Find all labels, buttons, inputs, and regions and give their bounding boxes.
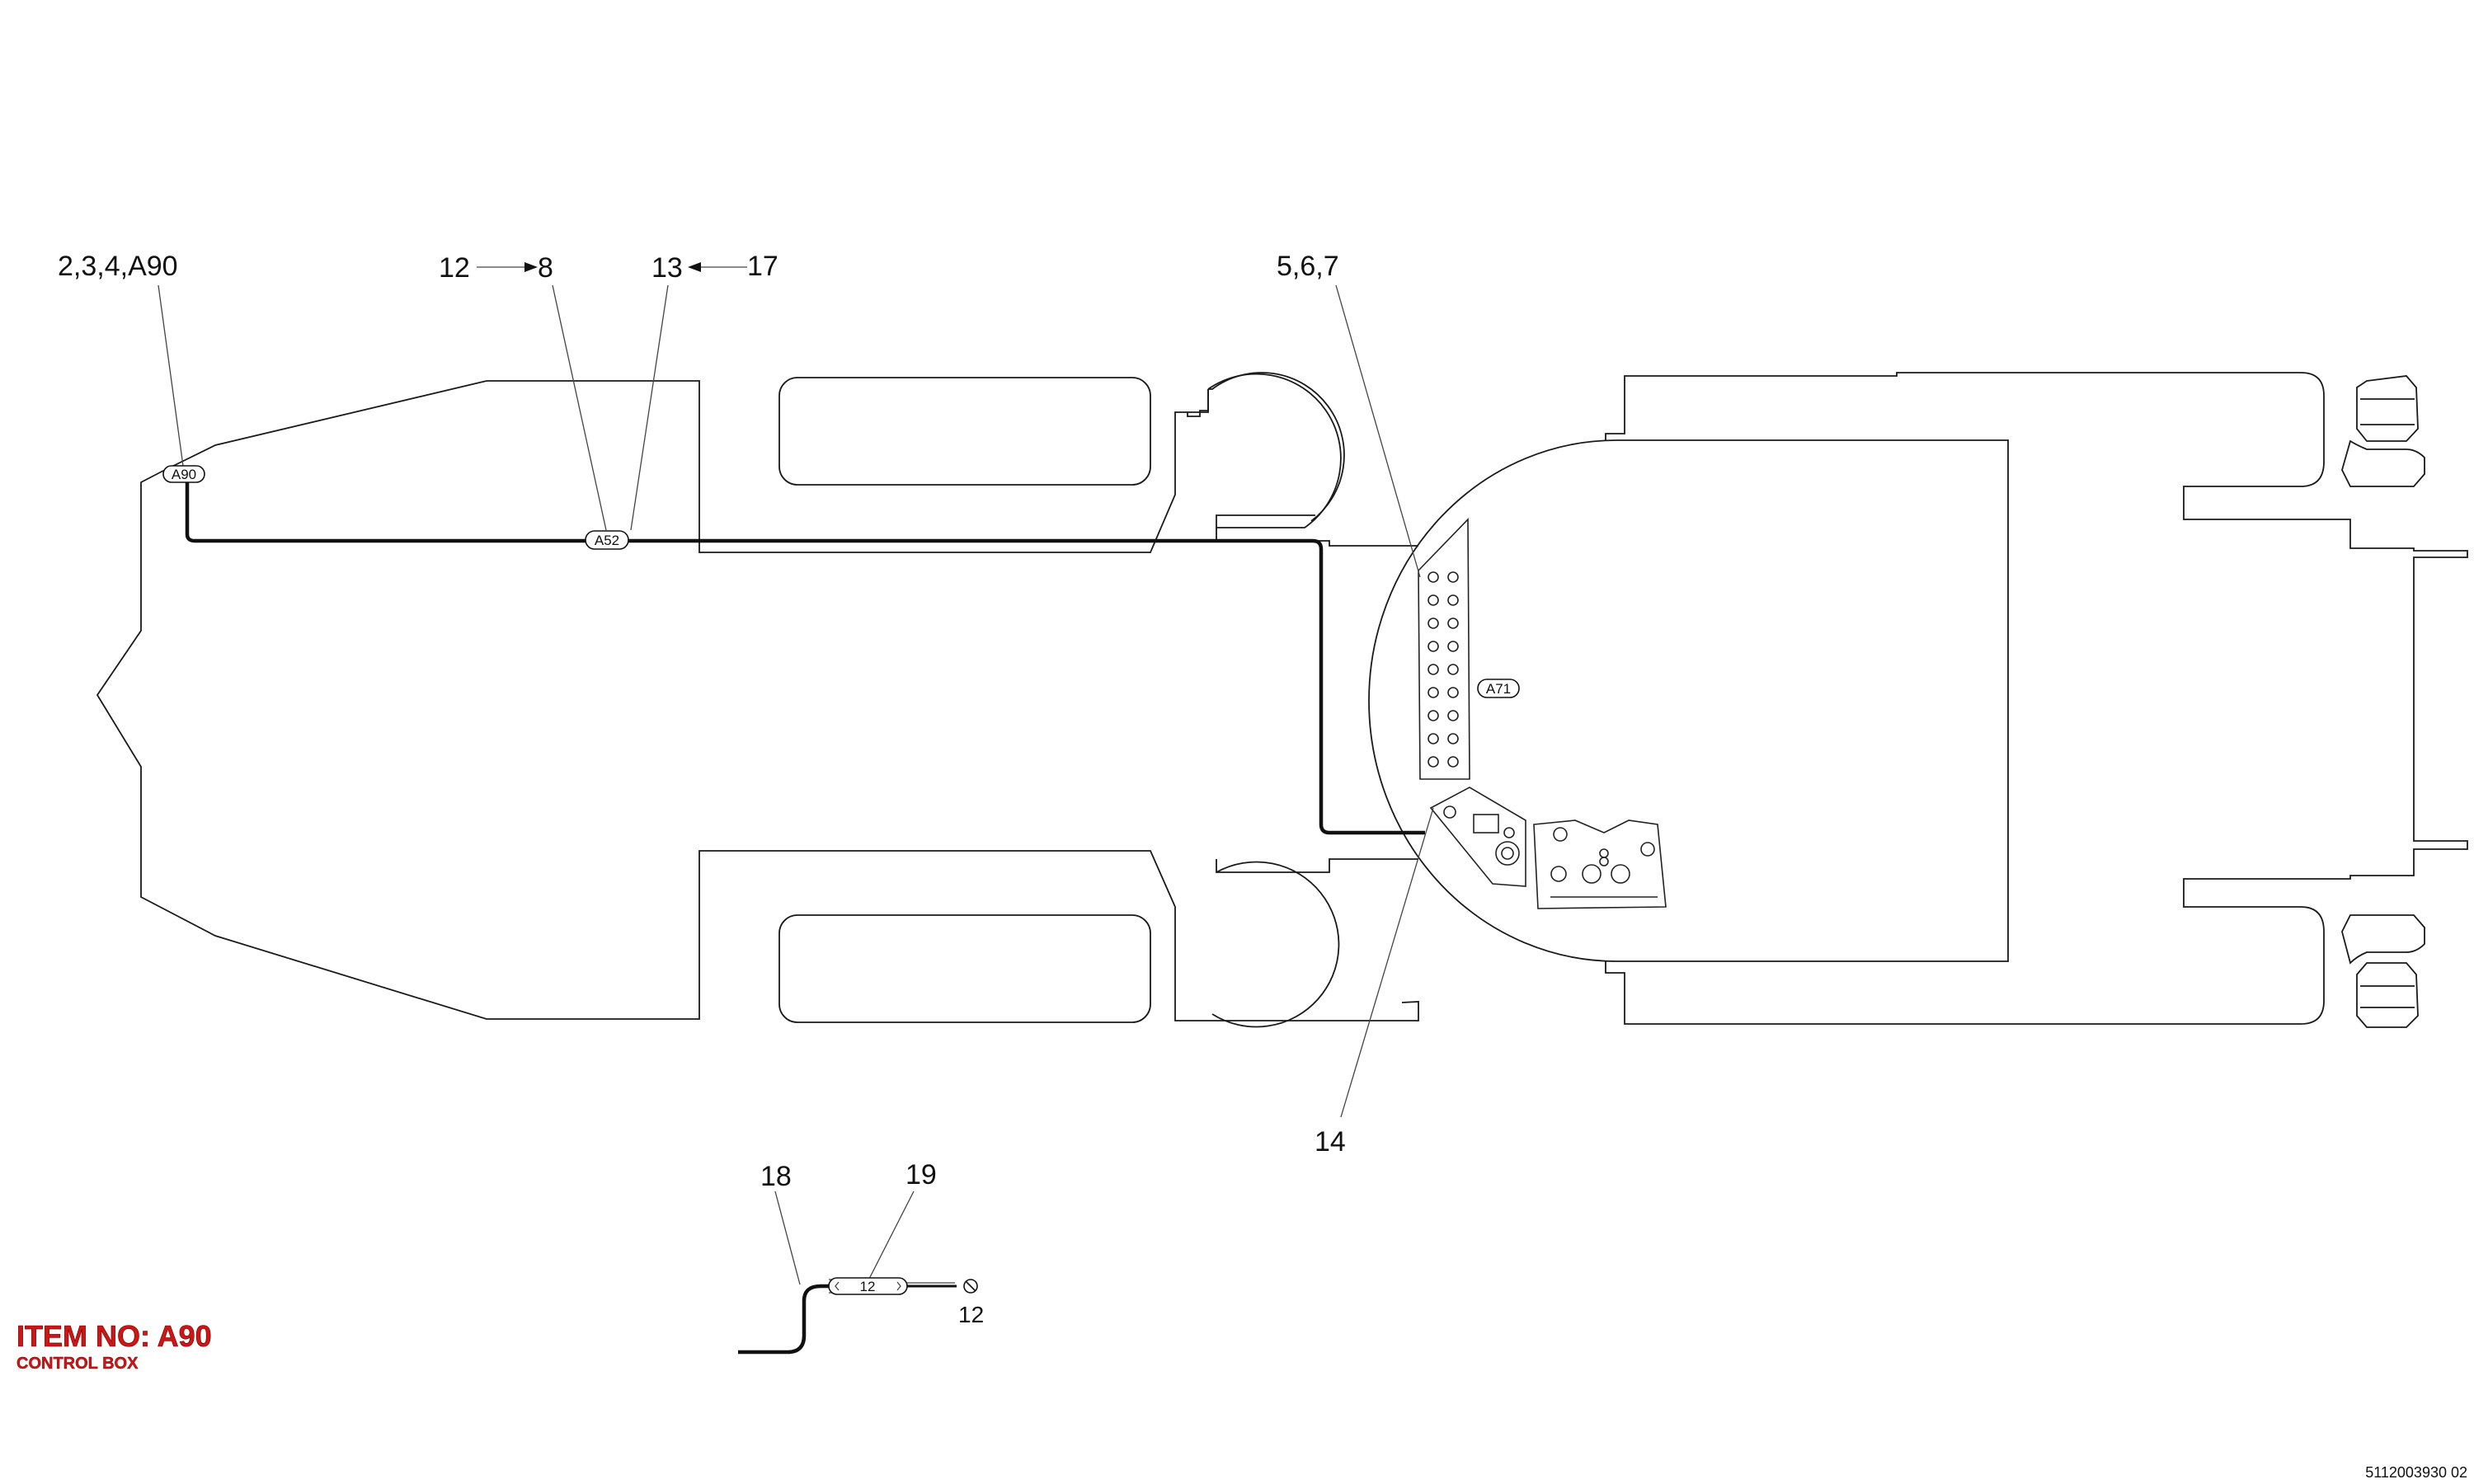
front-body-outline — [96, 380, 1419, 1021]
cable-detail: 12 12 — [738, 1277, 984, 1355]
operator-platform — [1368, 439, 2009, 962]
detail-cable — [738, 1284, 833, 1355]
callout-8: 8 — [538, 252, 553, 284]
callout-14: 14 — [1315, 1126, 1346, 1158]
machine-outline — [96, 372, 2468, 1028]
detail-connector-label: 12 — [860, 1279, 876, 1294]
harness-cable — [185, 482, 1425, 835]
leader-13 — [630, 284, 669, 531]
leader-567 — [1335, 284, 1421, 578]
lower-round-cover — [1216, 858, 1418, 873]
leader-19 — [867, 1190, 915, 1283]
document-number: 5112003930 02 — [2365, 1464, 2467, 1481]
upper-round-cover — [1187, 373, 1342, 528]
rear-wheel-lower — [2341, 914, 2425, 1028]
leader-a90 — [158, 284, 184, 467]
callout-17: 17 — [747, 251, 778, 282]
tag-a71[interactable]: A71 — [1477, 679, 1520, 698]
upper-drum — [778, 377, 1151, 486]
callout-18: 18 — [760, 1161, 792, 1192]
side-control-panel — [1418, 518, 1470, 780]
lower-drum — [778, 914, 1151, 1023]
item-description: CONTROL BOX — [16, 1355, 139, 1373]
rear-wheel-upper — [2341, 375, 2425, 487]
arrow-right-icon — [524, 262, 538, 272]
leader-14 — [1340, 807, 1434, 1118]
item-number-label: ITEM NO: A90 — [16, 1319, 212, 1353]
tag-a90-label: A90 — [172, 467, 196, 482]
callout-arrows — [477, 262, 747, 272]
leader-8 — [552, 284, 607, 531]
tag-a52[interactable]: A52 — [585, 530, 629, 550]
arrow-left-icon — [688, 262, 701, 272]
ground-icon — [963, 1279, 978, 1294]
tag-a52-label: A52 — [595, 533, 619, 548]
tag-a71-label: A71 — [1486, 681, 1511, 697]
callout-12: 12 — [439, 252, 470, 284]
panel-switches-column-1 — [1427, 571, 1439, 768]
callout-5-6-7: 5,6,7 — [1277, 251, 1339, 282]
callout-13: 13 — [651, 252, 683, 284]
leader-lines — [158, 284, 1434, 1285]
tag-a90[interactable]: A90 — [162, 465, 205, 483]
callout-2-3-4-a90: 2,3,4,A90 — [58, 251, 178, 282]
center-control-panel — [1429, 787, 1526, 887]
rear-frame — [1605, 372, 2468, 1025]
panel-switches-column-2 — [1447, 571, 1459, 768]
leader-18 — [774, 1190, 801, 1285]
front-control-panel — [1533, 819, 1667, 909]
callout-19: 19 — [905, 1159, 937, 1190]
callout-12-detail: 12 — [958, 1302, 984, 1327]
